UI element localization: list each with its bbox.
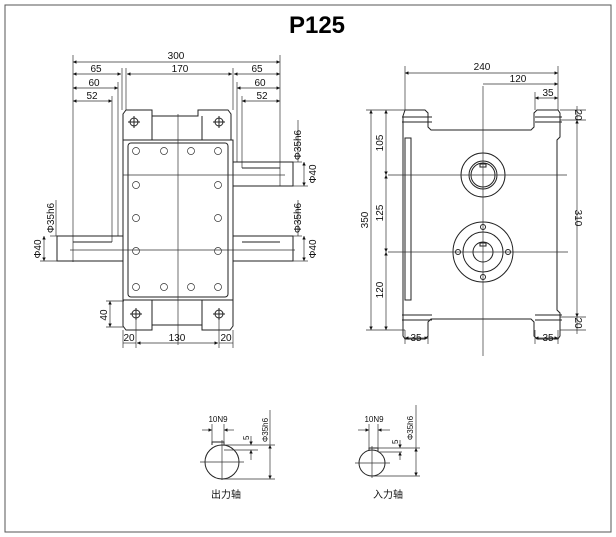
- dim-350: 350: [360, 211, 371, 228]
- dim-300: 300: [168, 51, 185, 62]
- dim-120-height: 120: [375, 281, 386, 298]
- dim-120-width: 120: [510, 74, 527, 85]
- dim-65-right: 65: [251, 64, 263, 75]
- dim-125: 125: [375, 204, 386, 221]
- dim-35-bottom-right: 35: [542, 333, 554, 344]
- dim-upper-right-shaft-dia: Φ35h6: [293, 129, 304, 160]
- output-shaft-label: 出力轴: [211, 488, 241, 501]
- dim-60-right: 60: [254, 78, 266, 89]
- input-key-depth: 5: [391, 439, 400, 444]
- side-view: 240 120 35 350 105 125 120 310 20 20 35 …: [360, 62, 586, 356]
- dim-170: 170: [172, 64, 189, 75]
- dim-52-right: 52: [256, 91, 268, 102]
- sheet-border: [4, 4, 612, 533]
- dim-105: 105: [375, 134, 386, 151]
- dim-35-top: 35: [542, 88, 554, 99]
- output-shaft-section: 10N9 5 Φ35h6 出力轴: [200, 410, 275, 501]
- foot-mounting-holes: [128, 116, 225, 320]
- dim-310: 310: [572, 210, 583, 227]
- dim-20-bottom: 20: [572, 317, 583, 329]
- input-shaft-dia: Φ35h6: [406, 415, 415, 440]
- drawing-title: P125: [289, 12, 345, 39]
- input-shaft-label: 入力轴: [373, 488, 403, 501]
- dim-foot-height: 40: [99, 309, 110, 321]
- dim-60-left: 60: [88, 78, 100, 89]
- dim-foot-span: 130: [169, 333, 186, 344]
- dim-65-left: 65: [90, 64, 102, 75]
- dim-240: 240: [474, 62, 491, 73]
- dim-foot-left: 20: [123, 333, 135, 344]
- dim-upper-right-collar: Φ40: [308, 164, 319, 184]
- output-shaft-dia: Φ35h6: [261, 417, 270, 442]
- gearbox-body-side: [402, 109, 562, 340]
- front-view: 300 65 170 65 60 60 52 52: [33, 51, 319, 348]
- dim-left-collar: Φ40: [33, 239, 44, 259]
- input-key-width: 10N9: [364, 415, 384, 424]
- dim-20-top: 20: [572, 109, 583, 121]
- bolt-holes: [132, 147, 222, 291]
- output-key-depth: 5: [242, 435, 251, 440]
- dim-lower-right-collar: Φ40: [308, 239, 319, 259]
- output-key-width: 10N9: [208, 415, 228, 424]
- dim-foot-right: 20: [220, 333, 232, 344]
- dim-52-left: 52: [86, 91, 98, 102]
- dim-lower-right-shaft-dia: Φ35h6: [293, 202, 304, 233]
- dim-35-bottom-left: 35: [410, 333, 422, 344]
- gearbox-body-front: [56, 109, 294, 331]
- input-shaft-section: 10N9 5 Φ35h6 入力轴: [355, 405, 420, 501]
- dim-left-shaft-dia: Φ35h6: [46, 202, 57, 233]
